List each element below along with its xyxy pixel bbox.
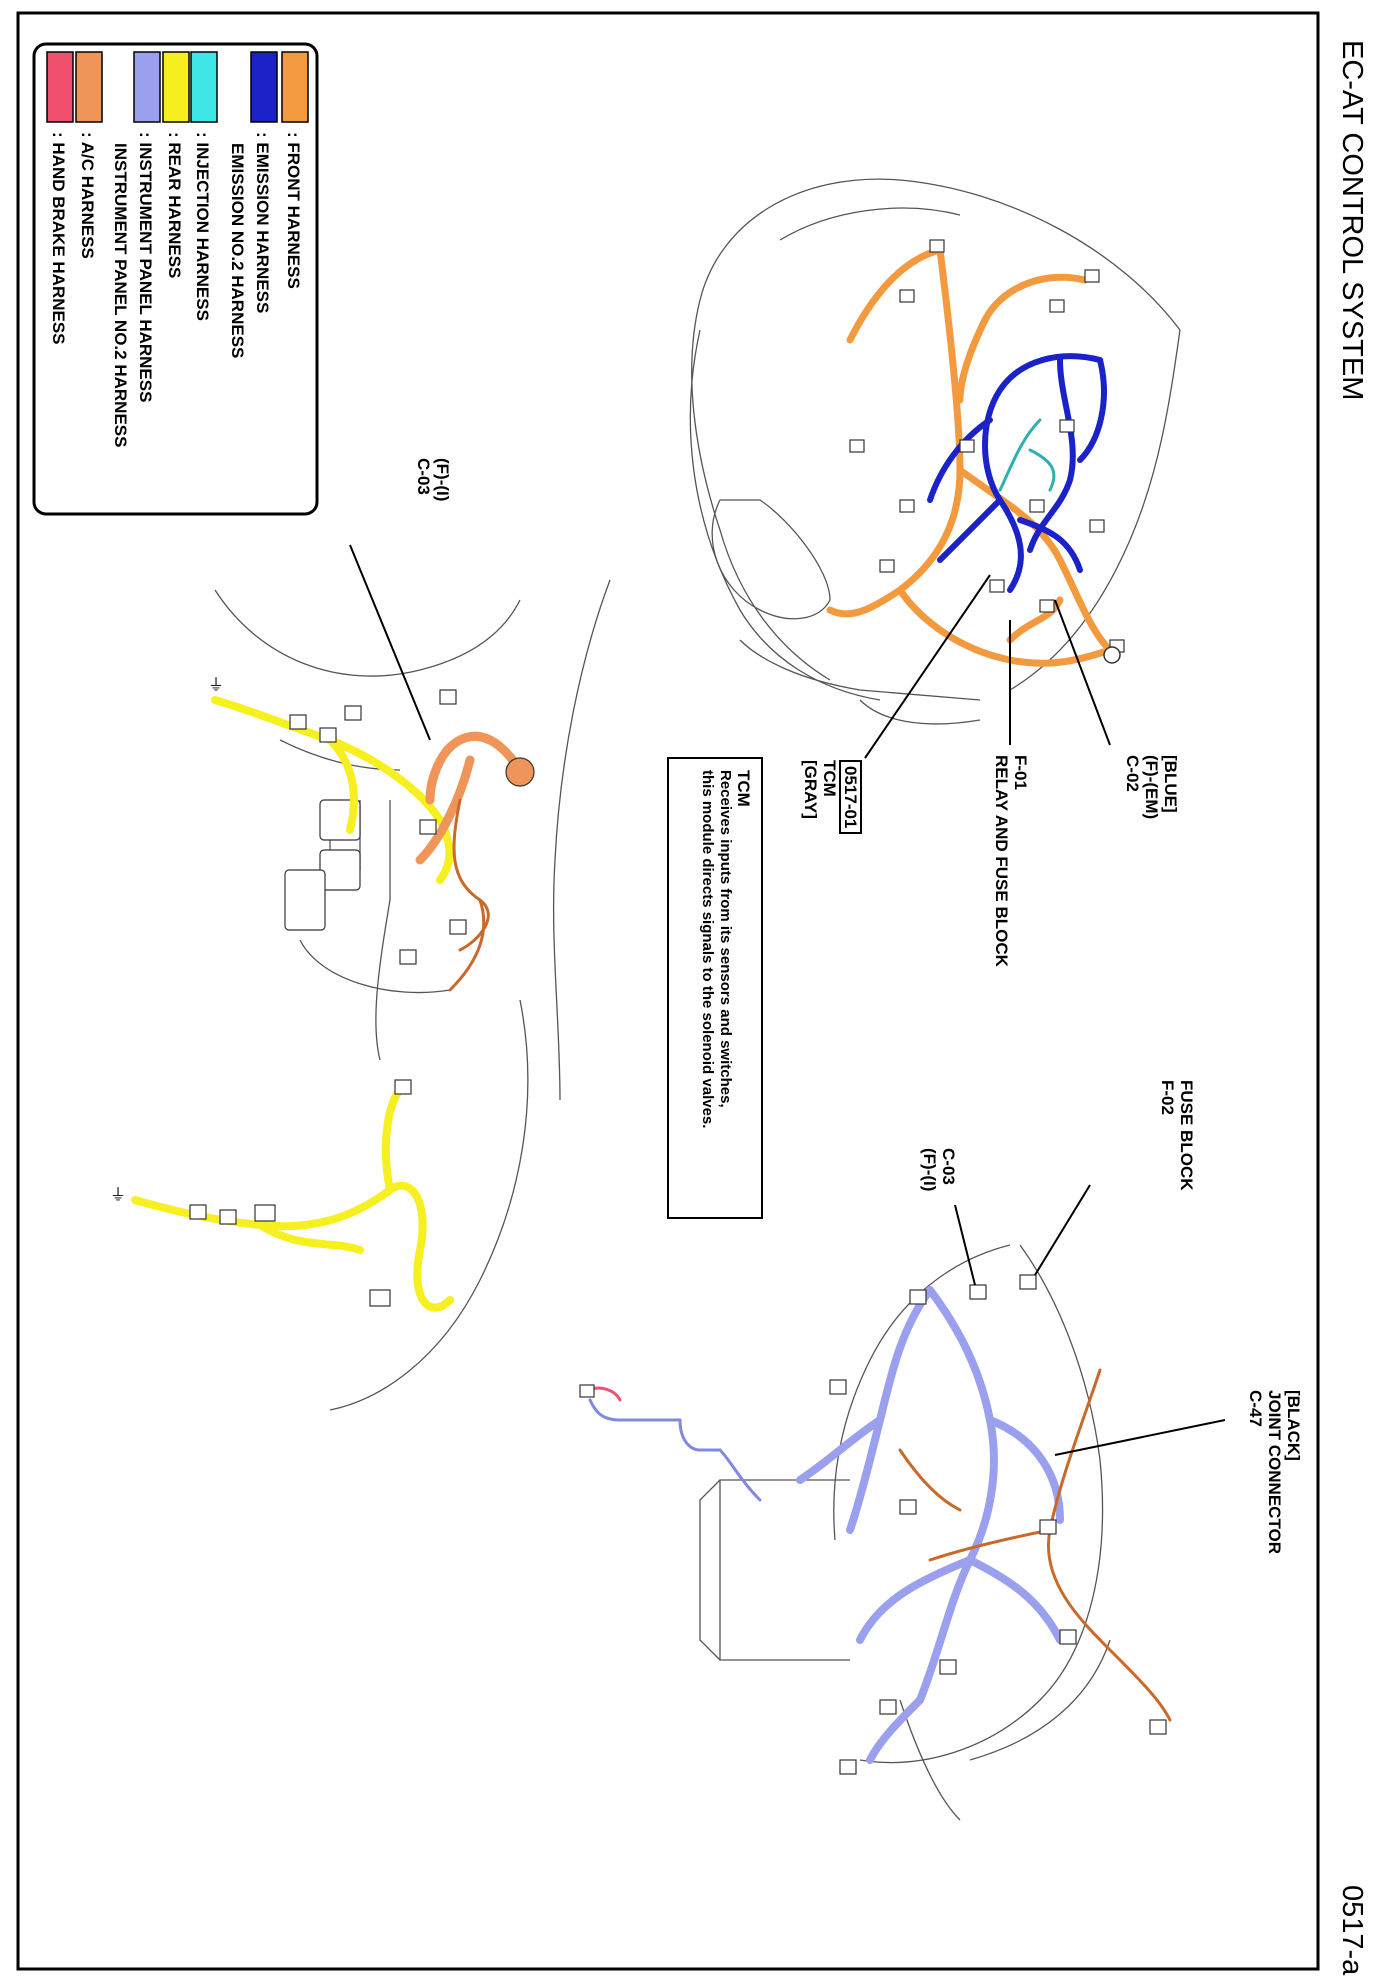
- legend-label-hand-brake: : HAND BRAKE HARNESS: [49, 132, 68, 345]
- legend-swatch-injection: [190, 51, 218, 123]
- engine-ground-point: [1103, 646, 1121, 664]
- callout-c02-code: (F)-(EM): [1142, 755, 1161, 820]
- instrument-panel-connectors: [579, 1274, 1167, 1775]
- legend-swatch-rear: [162, 51, 190, 123]
- callout-c02-color: [BLUE]: [1161, 755, 1180, 813]
- tcm-note-line2: this module directs signals to the solen…: [699, 770, 716, 1129]
- legend-swatch-instrument: [133, 51, 161, 123]
- tcm-note-box: [667, 757, 763, 1219]
- callout-tcm: 0517-01 TCM [GRAY]: [801, 760, 862, 835]
- ac-harness-wire-right: [898, 1368, 1172, 1722]
- ground-symbol-bottom: ⏚: [110, 1185, 126, 1204]
- engine-connectors: [849, 239, 1125, 653]
- c03-left-leader: [349, 544, 431, 741]
- tcm-note-heading: TCM: [734, 770, 753, 807]
- page-title: EC-AT CONTROL SYSTEM: [1336, 40, 1368, 401]
- callout-c03-right-code: (F)-(I): [920, 1148, 939, 1192]
- instrument-panel-leader-lines: [954, 1184, 1226, 1456]
- callout-c03-right: C-03 (F)-(I): [920, 1148, 958, 1191]
- rear-harness-wire-bottom: [131, 1086, 454, 1312]
- ac-harness-wire-left: [448, 798, 490, 992]
- legend-swatch-front: [281, 51, 309, 123]
- legend-swatch-hand-brake: [46, 51, 74, 123]
- tcm-note: TCM Receives inputs from its sensors and…: [698, 770, 753, 1129]
- front-harness-wire-left: [415, 731, 525, 865]
- legend-swatch-ac: [75, 51, 103, 123]
- callout-c02-id: C-02: [1123, 755, 1142, 792]
- callout-c03-left-id: C-03: [414, 458, 433, 495]
- legend-label-instrument-panel-no2: INSTRUMENT PANEL NO.2 HARNESS: [111, 143, 130, 448]
- injection-harness-wire: [998, 418, 1056, 492]
- cabin-floor-illustration: [214, 579, 611, 1411]
- rear-harness-wire-left: [211, 696, 454, 884]
- callout-fuse-block-name: FUSE BLOCK: [1177, 1080, 1196, 1191]
- rear-connectors: [189, 1079, 412, 1307]
- emission-harness-wire: [927, 353, 1107, 593]
- callout-f01-name: RELAY AND FUSE BLOCK: [992, 755, 1011, 967]
- callout-c03-left-code: (F)-(I): [433, 458, 452, 502]
- legend-label-rear: : REAR HARNESS: [165, 132, 184, 279]
- front-harness-wire: [826, 246, 1114, 667]
- legend-swatch-emission: [250, 51, 278, 123]
- callout-f01-id: F-01: [1011, 755, 1030, 790]
- cabin-connectors: [289, 689, 467, 965]
- callout-c02: [BLUE] (F)-(EM) C-02: [1123, 755, 1180, 819]
- callout-f01: F-01 RELAY AND FUSE BLOCK: [992, 755, 1030, 967]
- callout-fuse-block: FUSE BLOCK F-02: [1158, 1080, 1196, 1191]
- legend-label-ac: : A/C HARNESS: [78, 132, 97, 259]
- legend-label-emission-no2: EMISSION NO.2 HARNESS: [228, 143, 247, 359]
- legend-label-injection: : INJECTION HARNESS: [193, 132, 212, 321]
- callout-c03-right-id: C-03: [939, 1148, 958, 1185]
- callout-c47-id: C-47: [1246, 1390, 1265, 1427]
- legend-label-front: : FRONT HARNESS: [284, 132, 303, 289]
- legend-label-emission: : EMISSION HARNESS: [253, 132, 272, 314]
- engine-bay-illustration: [689, 178, 1181, 725]
- engine-leader-lines: [864, 574, 1111, 759]
- instrument-panel-harness-wire: [796, 1286, 1064, 1764]
- ground-symbol-left: ⏚: [208, 675, 224, 694]
- instrument-panel-thin-wire: [588, 1398, 762, 1502]
- callout-tcm-name: TCM: [820, 760, 839, 797]
- page-number: 0517-a: [1336, 1885, 1368, 1976]
- instrument-panel-illustration: [699, 1244, 1111, 1821]
- legend-box: [32, 42, 319, 516]
- callout-c03-left: (F)-(I) C-03: [414, 458, 452, 501]
- cabin-grommet: [505, 757, 535, 787]
- callout-tcm-code: 0517-01: [839, 760, 862, 835]
- callout-tcm-color: [GRAY]: [801, 760, 820, 819]
- tcm-note-line1: Receives inputs from its sensors and swi…: [717, 770, 734, 1108]
- callout-fuse-block-id: F-02: [1158, 1080, 1177, 1115]
- callout-c47-name: JOINT CONNECTOR: [1265, 1390, 1284, 1555]
- legend-label-instrument-panel: : INSTRUMENT PANEL HARNESS: [136, 132, 155, 403]
- callout-c47: [BLACK] JOINT CONNECTOR C-47: [1246, 1390, 1303, 1554]
- callout-c47-color: [BLACK]: [1284, 1390, 1303, 1461]
